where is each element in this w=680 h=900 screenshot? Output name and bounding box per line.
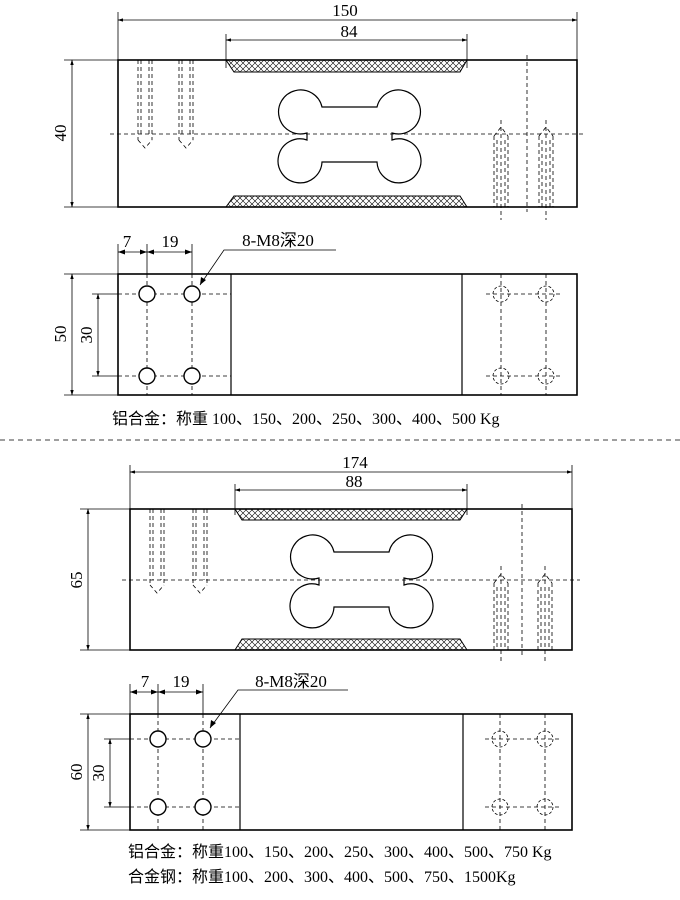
bottom-hidden-hole-1	[491, 730, 509, 748]
top-strain-zone-upper	[225, 59, 468, 73]
top-strain-zone-lower	[225, 195, 468, 208]
bottom-caption-line2: 合金钢：称重100、200、300、400、500、750、1500Kg	[128, 868, 516, 886]
bottom-hole-1	[149, 730, 167, 748]
bottom-width-dim-text: 60	[67, 764, 86, 781]
top-hidden-hole-2	[537, 285, 555, 303]
bottom-length-dim-text: 174	[342, 453, 368, 472]
bottom-plan-body	[129, 713, 573, 831]
top-hole-4	[183, 367, 201, 385]
bottom-left-thread-holes	[149, 509, 208, 594]
top-thread-note: 8-M8深20	[242, 231, 314, 250]
bottom-hidden-hole-2	[536, 730, 554, 748]
bottom-hole-2	[194, 730, 212, 748]
bottom-plan-view: 7 19 8-M8深20 60 30	[67, 672, 573, 886]
bottom-thread-leader	[209, 689, 348, 729]
top-hole-1	[138, 285, 156, 303]
top-hidden-hole-4	[537, 367, 555, 385]
bottom-spacing-b-text: 19	[173, 672, 190, 691]
bottom-bone-cutout	[289, 534, 434, 629]
top-hidden-hole-1	[492, 285, 510, 303]
top-spacing-a-text: 7	[123, 232, 132, 251]
top-bone-cutout	[277, 89, 422, 184]
top-body-outline	[117, 59, 578, 208]
top-thread-leader-arrow	[200, 277, 206, 285]
top-width-dim-text: 50	[51, 326, 70, 343]
bottom-span-dim-text: 30	[89, 765, 108, 782]
top-plan-body	[117, 273, 578, 396]
top-spacing-b-text: 19	[162, 232, 179, 251]
top-side-view: 150 84 40	[51, 1, 585, 220]
bottom-strain-zone-lower	[234, 638, 468, 651]
top-span-dim-text: 30	[77, 327, 96, 344]
bottom-hole-3	[149, 798, 167, 816]
top-hole-2	[183, 285, 201, 303]
top-height-dim-text: 40	[51, 125, 70, 142]
bottom-height-dim-text: 65	[67, 572, 86, 589]
bottom-zone-dim-text: 88	[346, 472, 363, 491]
bottom-caption-line1: 铝合金：称重100、150、200、250、300、400、500、750 Kg	[128, 843, 552, 861]
top-length-dim-text: 150	[332, 1, 358, 20]
bottom-side-view: 174 88 65	[67, 453, 580, 663]
top-zone-dim-text: 84	[341, 22, 359, 41]
top-hidden-hole-3	[492, 367, 510, 385]
bottom-hidden-hole-3	[491, 798, 509, 816]
bottom-thread-note: 8-M8深20	[255, 672, 327, 691]
bottom-thread-leader-arrow	[210, 720, 216, 728]
top-thread-leader	[199, 249, 336, 286]
bottom-spacing-a-text: 7	[141, 672, 150, 691]
bottom-hole-4	[194, 798, 212, 816]
bottom-right-thread-holes	[493, 566, 553, 663]
top-plan-view: 7 19 8-M8深20 50 30	[51, 231, 578, 428]
top-caption: 铝合金：称重 100、150、200、250、300、400、500 Kg	[112, 410, 500, 428]
top-right-thread-holes	[493, 120, 554, 220]
top-left-thread-holes	[137, 60, 194, 149]
top-hole-3	[138, 367, 156, 385]
bottom-strain-zone-upper	[234, 508, 468, 521]
bottom-hidden-hole-4	[536, 798, 554, 816]
